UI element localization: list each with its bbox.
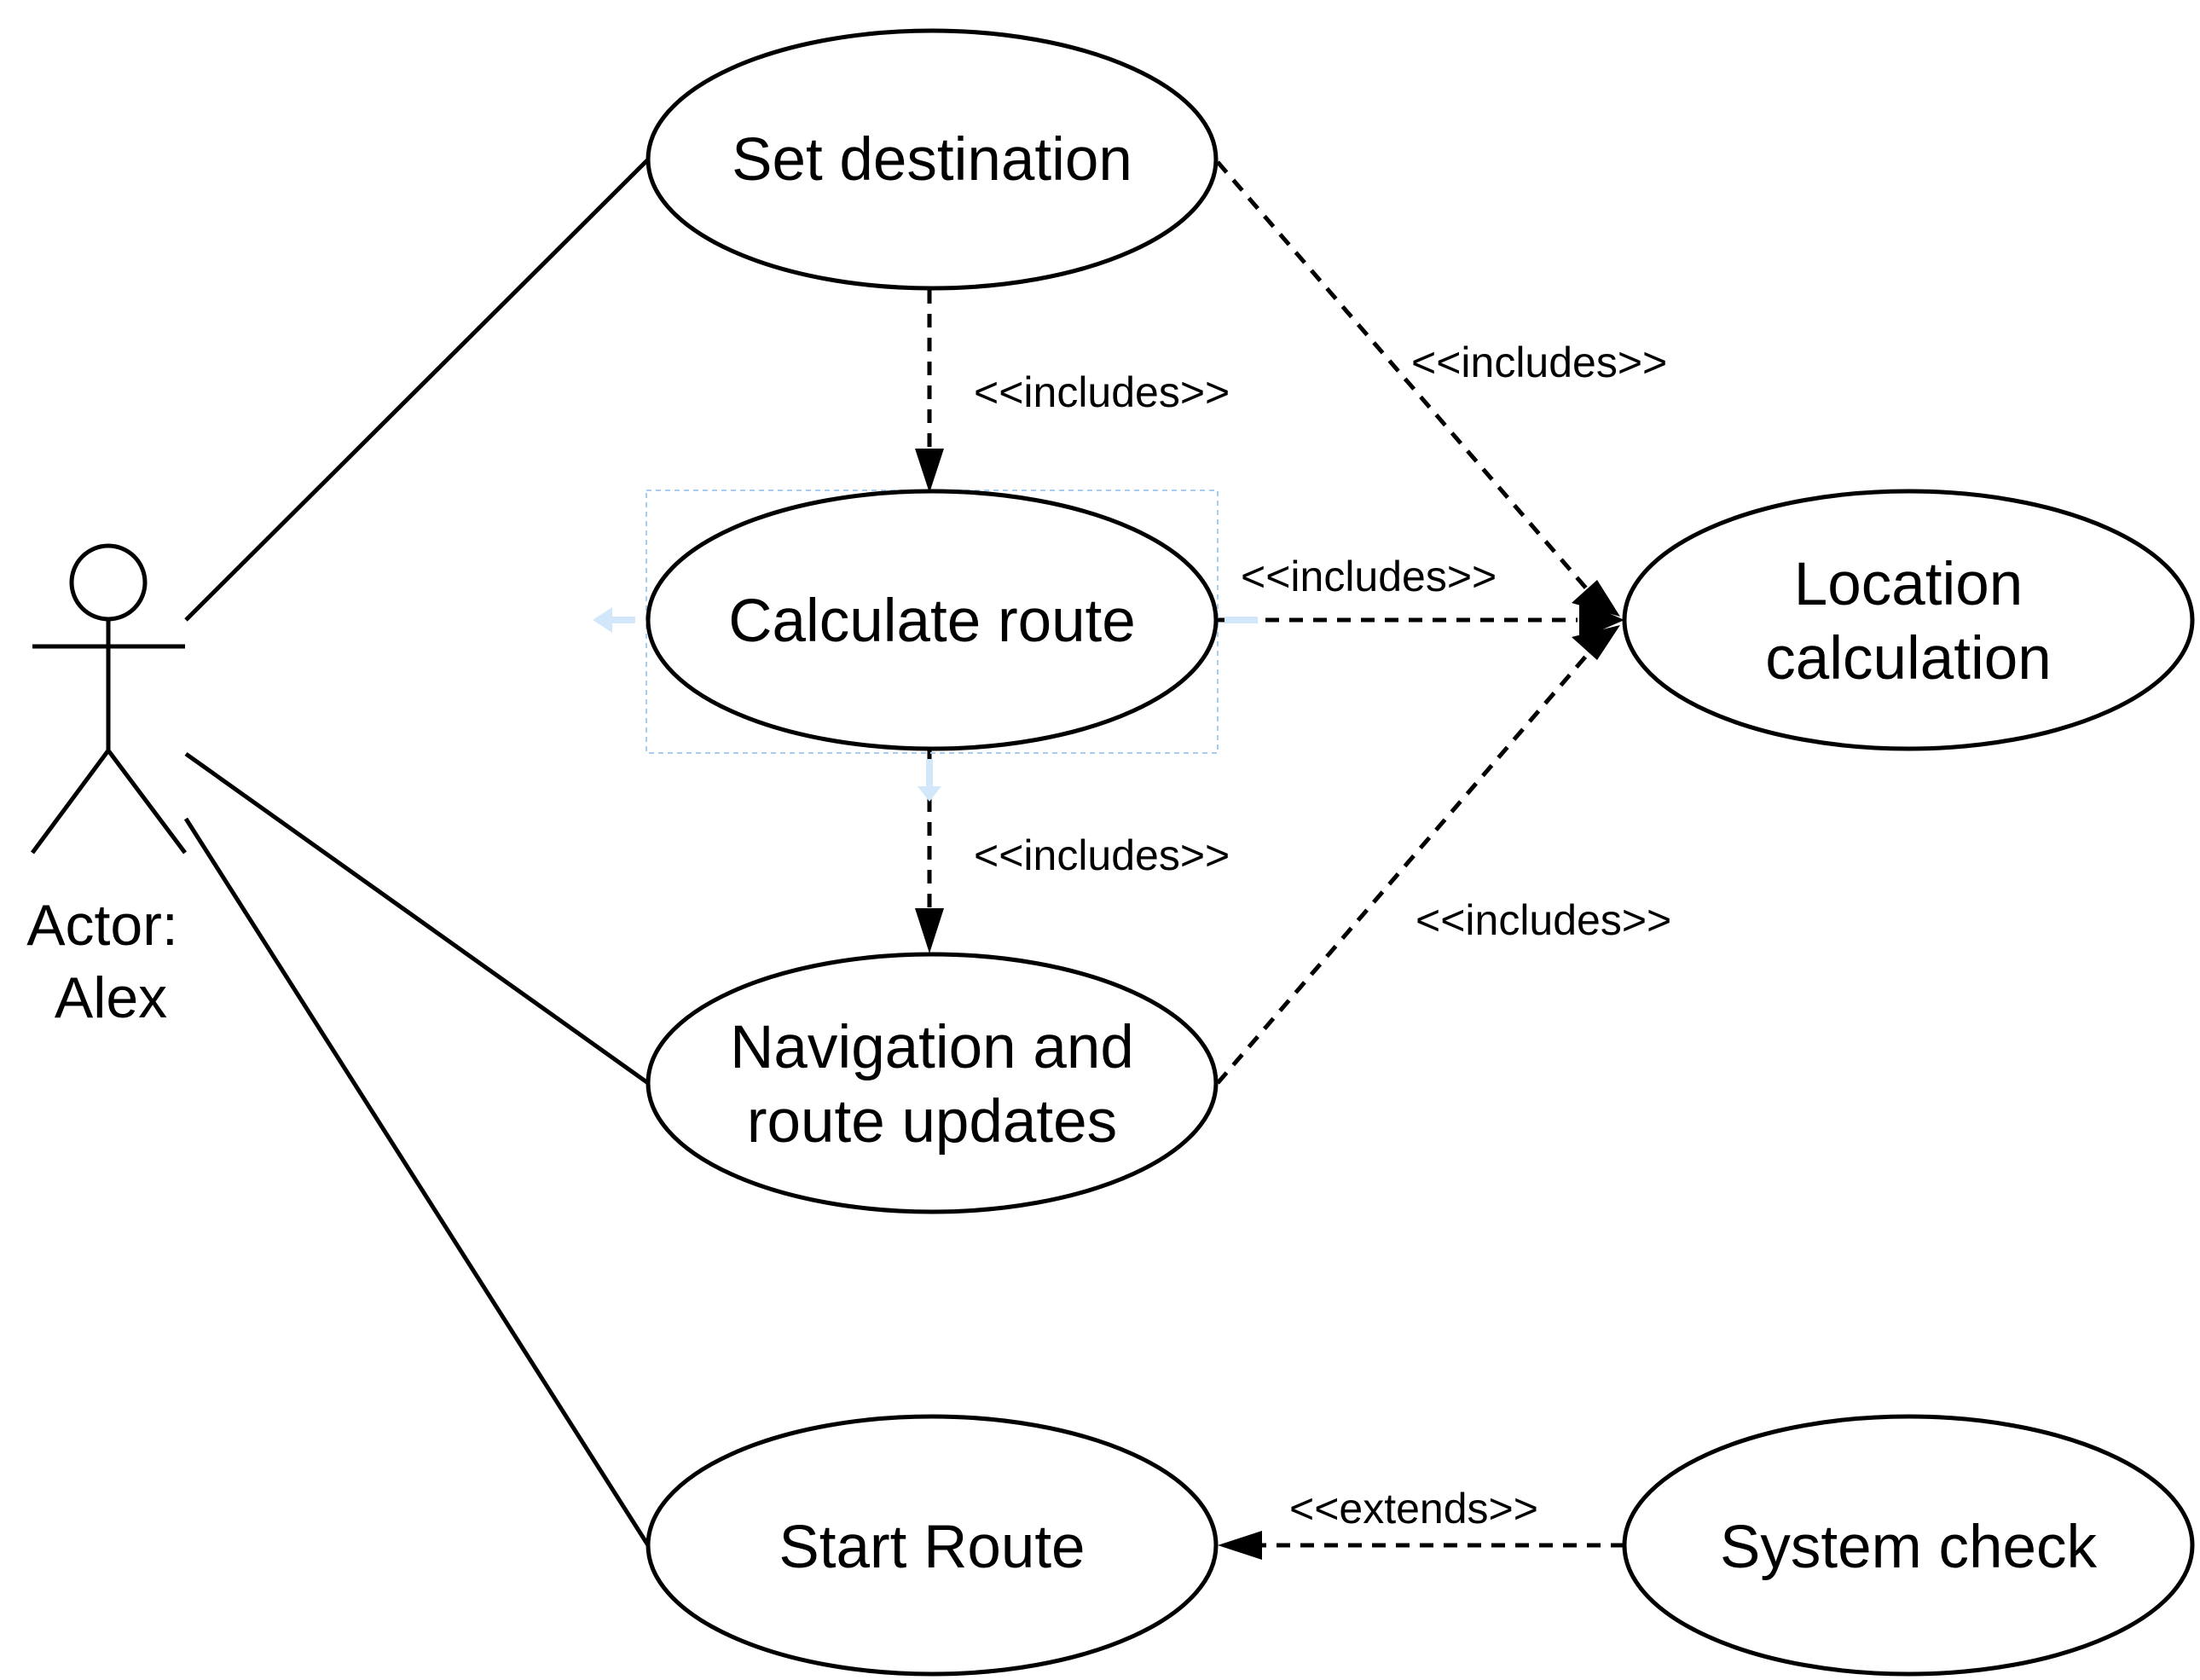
include-nav-to-location-label: <<includes>> xyxy=(1416,896,1671,944)
include-calc-to-nav-arrowhead xyxy=(915,908,944,953)
use-case-navigation[interactable] xyxy=(646,952,1219,1214)
actor-head xyxy=(69,543,148,622)
include-set-to-location-label: <<includes>> xyxy=(1411,339,1667,386)
use-case-system-check[interactable] xyxy=(1622,1414,2195,1677)
include-set-to-location-arrowhead xyxy=(1572,580,1620,617)
association-set-destination[interactable] xyxy=(184,158,650,622)
actor-figure[interactable] xyxy=(30,543,187,854)
use-case-calculate-route[interactable] xyxy=(646,489,1219,751)
include-set-to-calc-arrowhead xyxy=(915,449,944,493)
include-calc-to-location-label: <<includes>> xyxy=(1241,553,1497,600)
use-case-start-route[interactable] xyxy=(646,1414,1219,1677)
use-case-calculate-route-label: Calculate route xyxy=(728,588,1136,655)
use-case-navigation-label-line2: route updates xyxy=(747,1088,1117,1156)
extend-check-to-start-label: <<extends>> xyxy=(1289,1485,1538,1532)
include-nav-to-location-line[interactable] xyxy=(1216,652,1589,1085)
use-case-location-calculation-label-line2: calculation xyxy=(1765,625,2051,692)
use-case-location-calculation[interactable] xyxy=(1622,489,2195,751)
use-case-navigation-label-line1: Navigation and xyxy=(730,1014,1134,1081)
include-calc-to-nav-label: <<includes>> xyxy=(974,831,1230,879)
actor-left-leg xyxy=(30,749,111,854)
include-nav-to-location-arrowhead xyxy=(1572,625,1620,660)
use-case-set-destination-label: Set destination xyxy=(732,126,1132,194)
extend-check-to-start-arrowhead xyxy=(1218,1531,1262,1560)
include-set-to-calc-label: <<includes>> xyxy=(974,368,1230,416)
include-calc-to-location-arrowhead xyxy=(1579,600,1624,640)
association-start-route[interactable] xyxy=(183,817,651,1547)
use-case-set-destination[interactable] xyxy=(646,28,1219,291)
use-case-start-route-label: Start Route xyxy=(779,1514,1085,1581)
actor-label-line1: Actor: xyxy=(26,893,178,958)
association-navigation[interactable] xyxy=(184,751,650,1086)
use-case-location-calculation-label-line1: Location xyxy=(1794,551,2023,618)
use-case-system-check-label: System check xyxy=(1720,1514,2097,1581)
actor-right-leg xyxy=(107,749,187,854)
actor-label-line2: Alex xyxy=(55,965,167,1030)
